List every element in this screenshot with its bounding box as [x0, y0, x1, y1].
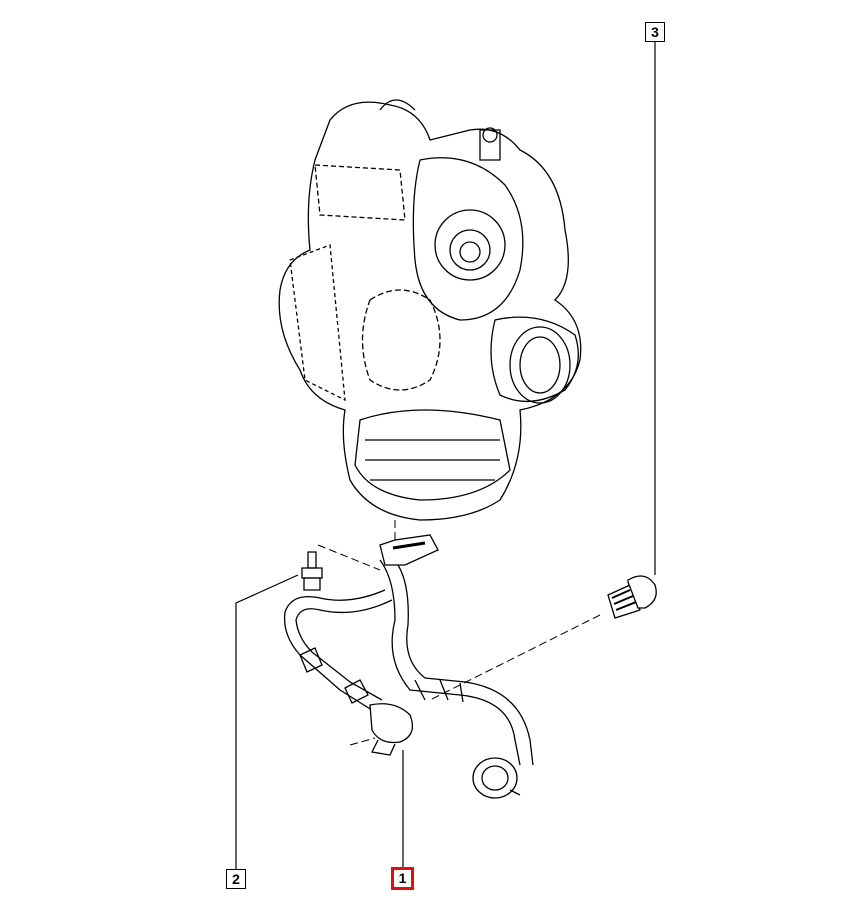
callout-2[interactable]: 2: [226, 869, 246, 889]
leader-lines: [235, 42, 656, 869]
oil-feed-pipe-drawing: [283, 589, 414, 756]
oil-return-pipe-drawing: [379, 534, 534, 799]
dashed-assembly-lines: [317, 520, 601, 746]
turbocharger-drawing: [278, 99, 582, 521]
bolt-3-drawing: [607, 575, 657, 619]
callout-3[interactable]: 3: [645, 22, 665, 42]
bolt-2-drawing: [301, 551, 323, 591]
callout-1-highlighted[interactable]: 1: [391, 867, 414, 890]
